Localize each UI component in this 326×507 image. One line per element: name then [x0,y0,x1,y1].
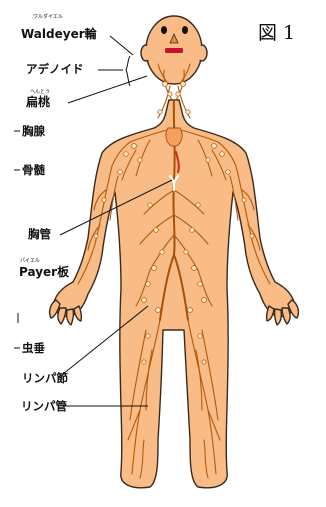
payer-label: Payer板 [19,264,70,279]
appendix-label: 虫垂 [22,341,45,355]
bone-marrow-label: 骨髄 [22,163,45,177]
waldeyer-leader [110,36,133,55]
waldeyer-ruby: ワルダイエル [33,13,63,20]
figure-label: 図 1 [258,22,295,44]
thymus-label: 胸腺 [22,124,45,138]
waldeyer-label: Waldeyer輪 [21,26,98,41]
thymus-shape [166,128,182,146]
right-eye [182,26,188,34]
mouth [165,48,183,53]
payer-ruby: パイエル [20,258,40,264]
lymph-vessel-label: リンパ管 [21,399,67,413]
tonsil-leader [68,76,147,103]
lymph-node-label: リンパ節 [22,371,68,385]
tonsil-label: 扁桃 [26,94,50,109]
thoracic-duct-label: 胸管 [28,227,51,241]
adenoid-label: アデノイド [26,62,84,76]
left-eye [161,26,167,34]
